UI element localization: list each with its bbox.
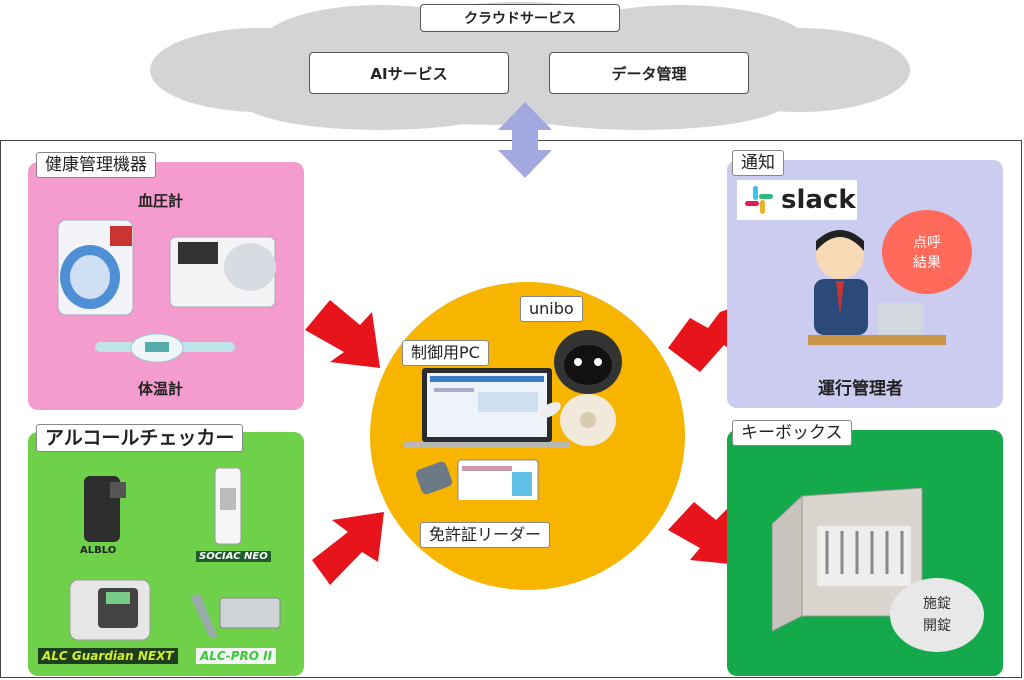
slack-text: slack: [781, 185, 856, 215]
product-sociac-neo: SOCIAC NEO: [196, 551, 271, 562]
alcohol-title: アルコールチェッカー: [36, 424, 244, 452]
product-alc-guardian-next: ALC Guardian NEXT: [38, 648, 178, 664]
lock-bubble-line-2: 開錠: [923, 618, 951, 634]
product-alblo: ALBLO: [80, 545, 117, 556]
data-management-box: データ管理: [549, 52, 749, 94]
result-bubble: 点呼 結果: [882, 210, 972, 294]
cloud-title: クラウドサービス: [420, 4, 620, 32]
keybox-illustration: [772, 487, 923, 632]
unibo-label: unibo: [520, 296, 583, 322]
blood-pressure-label: 血圧計: [138, 192, 184, 210]
keybox-title: キーボックス: [732, 420, 852, 446]
slack-icon: [745, 186, 773, 214]
ai-service-box: AIサービス: [309, 52, 509, 94]
thermometer-label: 体温計: [138, 380, 184, 398]
double-arrow-icon: [498, 102, 552, 178]
system-frame: [0, 140, 1022, 678]
reader-label: 免許証リーダー: [420, 522, 551, 548]
manager-illustration: [808, 230, 946, 345]
product-alc-pro: ALC-PRO II: [196, 648, 277, 664]
slack-logo: slack: [737, 180, 857, 220]
manager-label: 運行管理者: [818, 379, 903, 399]
alcohol-checker-products: [70, 468, 281, 641]
lock-bubble: 施錠 開錠: [890, 578, 984, 652]
thermometer-icon: [95, 333, 235, 363]
pc-label: 制御用PC: [402, 340, 489, 366]
lock-bubble-line-1: 施錠: [923, 596, 951, 612]
notify-title: 通知: [732, 150, 784, 176]
result-bubble-line-2: 結果: [913, 255, 941, 271]
health-title: 健康管理機器: [36, 152, 156, 178]
result-bubble-line-1: 点呼: [913, 235, 941, 251]
pc-robot-reader-illustration: [404, 330, 622, 500]
blood-pressure-monitor-icon: [57, 219, 276, 316]
